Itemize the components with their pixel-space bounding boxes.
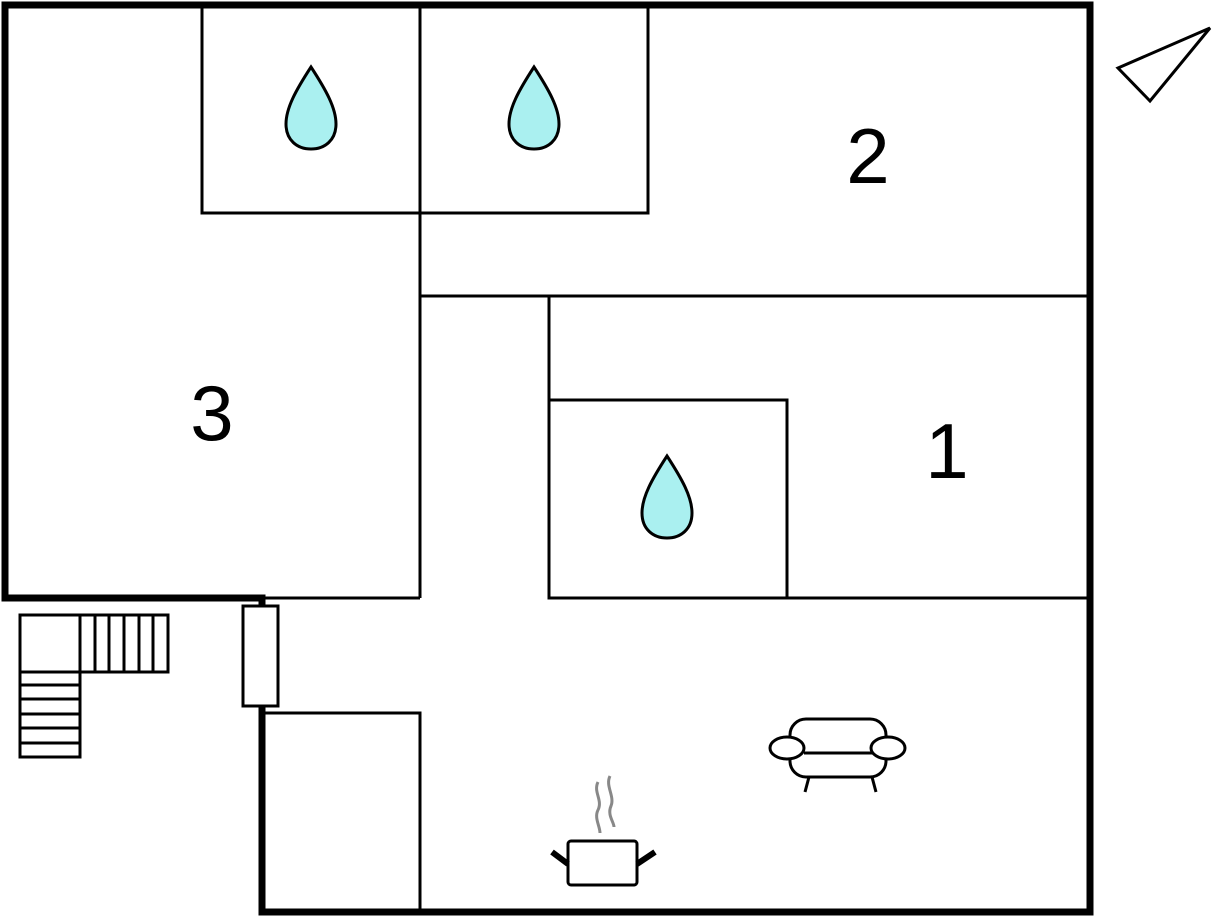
room-2-label: 2: [846, 112, 889, 200]
north-arrow-icon: [1115, 26, 1212, 104]
sofa-icon: [768, 717, 907, 793]
interior-walls: [200, 3, 1090, 914]
water-drop-icon: [507, 64, 561, 151]
room-3-label: 3: [190, 369, 233, 457]
water-drop-icon: [284, 64, 338, 151]
stairs-icon: [18, 613, 170, 759]
room-1-label: 1: [925, 407, 968, 495]
water-drop-icon: [640, 453, 694, 540]
door-icon: [241, 604, 280, 708]
cooking-pot-icon: [550, 775, 657, 887]
